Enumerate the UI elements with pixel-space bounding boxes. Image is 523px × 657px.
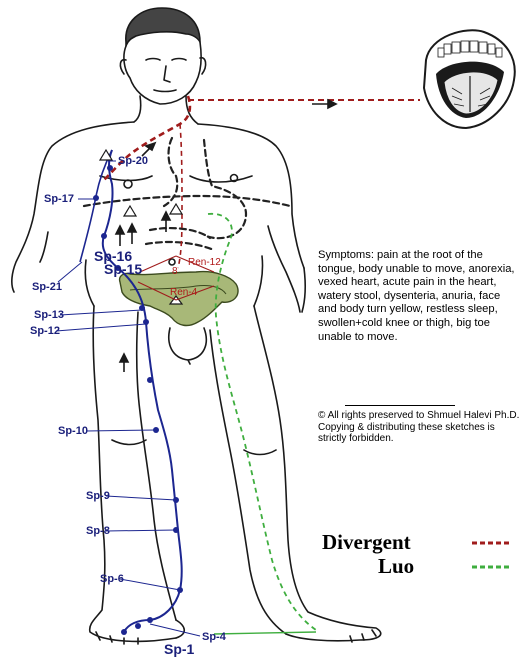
label-sp-13: Sp-13	[34, 309, 64, 321]
label-sp-20: Sp-20	[118, 155, 148, 167]
label-8: 8	[172, 266, 178, 277]
label-sp-4: Sp-4	[202, 631, 227, 643]
label-sp-15: Sp-15	[104, 261, 142, 277]
organs	[84, 138, 290, 250]
direction-arrows	[116, 100, 336, 372]
head	[124, 42, 201, 104]
luo-link	[214, 632, 316, 634]
neck	[134, 96, 141, 122]
tongue-inset	[424, 30, 515, 128]
symptoms-text: Symptoms: pain at the root of the tongue…	[318, 249, 518, 344]
leg-left-outline	[90, 306, 176, 641]
label-sp-1: Sp-1	[164, 641, 195, 657]
label-sp-12: Sp-12	[30, 325, 60, 337]
copyright-divider	[345, 405, 455, 406]
label-ren-4: Ren-4	[170, 287, 198, 298]
copyright-text: © All rights preserved to Shmuel Halevi …	[318, 410, 520, 445]
legend-divergent-label: Divergent	[322, 530, 411, 555]
label-sp-21: Sp-21	[32, 281, 62, 293]
label-sp-17: Sp-17	[44, 193, 74, 205]
legend-luo-label: Luo	[378, 554, 414, 579]
hair	[126, 8, 200, 46]
label-ren-12: Ren-12	[188, 257, 221, 268]
leg-right-outline	[254, 306, 381, 641]
label-sp-10: Sp-10	[58, 425, 88, 437]
